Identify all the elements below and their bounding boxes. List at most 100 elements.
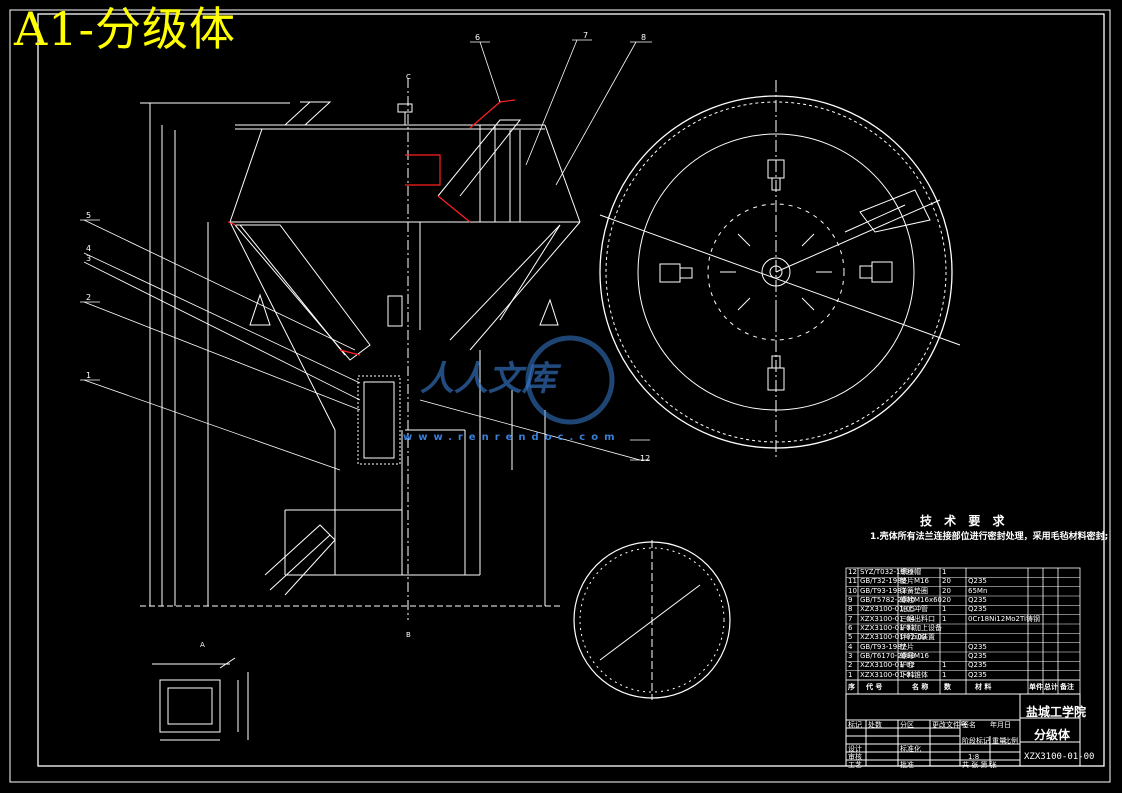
bom-cell: 1 xyxy=(942,661,947,670)
bom-cell: GB/T32-1988 xyxy=(860,577,907,586)
red-details xyxy=(227,99,516,356)
bom-cell: 11 xyxy=(848,577,857,586)
bom-cell: GB/T6170-2000 xyxy=(860,652,916,660)
bom-cell: 1 xyxy=(942,670,947,679)
title-block-label: 签名 xyxy=(962,721,976,729)
bom-cell: SYZ/T032-1999 xyxy=(860,568,914,576)
bom-cell: Q235 xyxy=(968,652,987,660)
bom-cell: Q235 xyxy=(968,661,987,670)
leader-label-5: 5 xyxy=(86,211,92,220)
leader-label-2: 2 xyxy=(86,293,92,302)
flange-view xyxy=(573,540,731,700)
bom-cell: XZX3100-01-02 xyxy=(860,661,916,670)
bom-cell: 垫片M16 xyxy=(900,577,929,586)
bom-cell: Q235 xyxy=(968,605,987,614)
bom-cell: 三组出料口 xyxy=(900,614,935,623)
bom-header-cell: 数 xyxy=(944,683,951,691)
bom-cell: 6 xyxy=(848,624,853,632)
leader-label-3: 3 xyxy=(86,254,92,263)
bom-header-cell: 总计 xyxy=(1044,683,1058,691)
title-block-label: 更改文件号 xyxy=(932,721,967,729)
inspection-port xyxy=(357,375,401,465)
section-mark-b-bottom: B xyxy=(406,631,411,639)
leader-lines xyxy=(80,39,652,471)
bom-cell: 1 xyxy=(942,605,947,614)
school-name: 盐城工学院 xyxy=(1026,705,1087,719)
bom-row-lines xyxy=(846,577,1080,681)
title-block-label: 共 张 第 张 xyxy=(962,761,997,769)
bom-header-cell: 备注 xyxy=(1060,683,1074,691)
title-block-label: 设计 xyxy=(848,745,862,753)
bom-cell: 螺母M16 xyxy=(900,652,929,660)
bom-cell: 9 xyxy=(848,596,853,604)
tech-requirements-title: 技 术 要 求 xyxy=(920,514,1009,528)
bom-cell: 4 xyxy=(848,642,853,651)
bom-cell: 垫片 xyxy=(900,642,914,651)
bom-cell: 下料锥体 xyxy=(900,670,928,679)
tech-requirements-note: 1.壳体所有法兰连接部位进行密封处理，采用毛毡材料密封; xyxy=(870,532,1109,542)
title-block-label: 分区 xyxy=(900,721,914,729)
bom-header-cell: 材 料 xyxy=(975,683,992,691)
watermark-logo xyxy=(525,335,615,425)
bom-cell: GB/T93-1987 xyxy=(860,642,907,651)
section-mark-c-top: C xyxy=(406,73,411,81)
bom-cell: 12 xyxy=(848,568,857,576)
title-block-label: 1:8 xyxy=(968,753,980,761)
bom-cell: XZX3100-01-01 xyxy=(860,670,916,679)
bom-header-cell: 名 称 xyxy=(912,683,929,691)
bom-cell: XZX3100-01-03 xyxy=(860,624,916,632)
bom-cell: 10 xyxy=(848,586,857,595)
sheet-title: A1-分级体 xyxy=(14,2,237,56)
bom-cell: XZX3100-01-05 xyxy=(860,605,916,614)
part-name: 分级体 xyxy=(1034,728,1071,742)
bom-cell: 0Cr18Ni12Mo2Ti铸钢 xyxy=(968,614,1040,623)
bom-cell: 伴行动装置 xyxy=(900,633,935,642)
bom-cell: 加上冲管 xyxy=(900,605,928,614)
leader-label-4: 4 xyxy=(86,244,92,253)
bom-cell: GB/T5782-2000 xyxy=(860,596,916,604)
title-block xyxy=(845,693,1081,767)
bom-cell: 20 xyxy=(942,577,951,586)
leader-label-7: 7 xyxy=(583,31,589,40)
bom-header-cell: 序 xyxy=(848,683,855,691)
bom-cell: 弹簧垫圈 xyxy=(900,586,928,595)
bom-cell: 2 xyxy=(848,661,853,670)
title-block-label: 阶段标记 xyxy=(962,737,990,745)
bom-cell: 8 xyxy=(848,605,853,614)
title-block-label: 工艺 xyxy=(848,761,862,769)
bom-cell: Q235 xyxy=(968,670,987,679)
leader-label-6: 6 xyxy=(475,33,481,42)
plan-view xyxy=(599,80,961,460)
elevation-view xyxy=(140,78,581,620)
bom-cell: Q235 xyxy=(968,596,987,604)
bom-cell: 螺丝帽 xyxy=(900,568,921,576)
bom-cell: 5 xyxy=(848,633,853,642)
bom-cell: 矿仓 xyxy=(900,661,914,670)
bom-cell: XZX3100-01-04 xyxy=(860,614,916,623)
detail-view xyxy=(152,657,249,741)
title-block-label: 年月日 xyxy=(990,721,1011,729)
title-block-label: 标记 xyxy=(848,721,862,729)
leader-label-8: 8 xyxy=(641,33,647,42)
bom-cell: Q235 xyxy=(968,642,987,651)
inner-frame xyxy=(37,13,1105,767)
watermark-url: www.renrendoc.com xyxy=(403,432,621,443)
watermark-text: 人人文库 xyxy=(420,359,556,399)
bom-cell: XZX3100-01-02-00 xyxy=(860,633,927,642)
bom-cell: 3 xyxy=(848,652,853,660)
bom-cell: 1 xyxy=(942,568,947,576)
leader-label-12: 12 xyxy=(640,454,651,463)
outer-frame xyxy=(9,9,1111,783)
bom-header-cell: 代 号 xyxy=(866,683,883,691)
bom-cell: Q235 xyxy=(968,577,987,586)
bom-cell: 螺栓M16x60 xyxy=(900,596,942,604)
bom-cell: 20 xyxy=(942,596,951,604)
leader-label-1: 1 xyxy=(86,371,92,380)
bom-header-cell: 单件 xyxy=(1029,683,1043,691)
bom-cell: 1 xyxy=(848,670,853,679)
section-mark-a: A xyxy=(200,641,205,649)
title-block-label: 重量 xyxy=(992,737,1006,745)
title-block-label: 比例 xyxy=(1004,737,1018,745)
title-block-label: 处数 xyxy=(868,721,882,729)
